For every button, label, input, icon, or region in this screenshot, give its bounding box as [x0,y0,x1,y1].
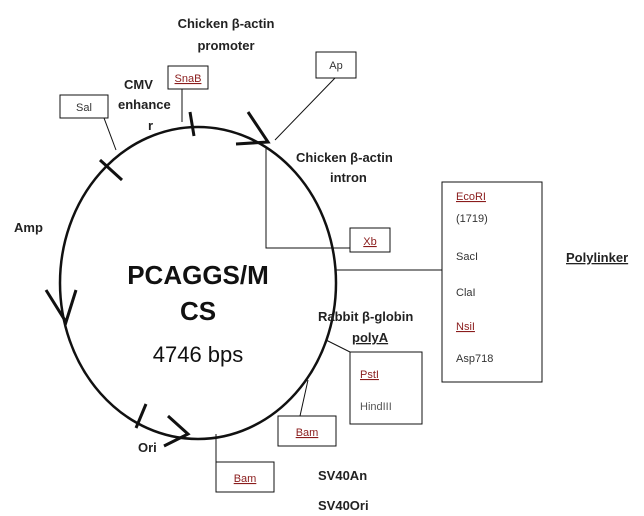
label-sv40ori: SV40Ori [318,498,369,513]
arrow-left [44,289,78,326]
label-cmv-2: enhance [118,97,171,112]
label-cmv-3: r [148,118,153,133]
polylinker-saci: SacI [456,251,478,263]
site-xb: Xb [363,236,376,248]
plasmid-name-line2: CS [180,296,216,326]
connector-ap [274,77,336,141]
tick-top [188,111,196,137]
label-rabbit-1: Rabbit β-globin [318,309,413,324]
polylinker-nsii: NsiI [456,321,475,333]
tick-left [98,158,124,182]
label-rabbit-2: polyA [352,330,389,345]
connector-bam1 [299,379,309,417]
site-sal: Sal [76,102,92,114]
site-bam1: Bam [296,427,319,439]
label-polylinker: Polylinker [566,250,628,265]
plasmid-size: 4746 bps [153,342,244,367]
xb-box [349,227,391,253]
tick-bottom [134,403,148,429]
site-hindiii: HindIII [360,401,392,413]
polylinker-clai: ClaI [456,287,476,299]
ap-box [315,51,357,79]
site-ap: Ap [329,60,342,72]
arrow-bottom [163,414,191,448]
label-chicken-promoter-1: Chicken β-actin [178,16,275,31]
site-bam2: Bam [234,473,257,485]
sal-box [59,94,109,119]
bam2-box [215,461,275,493]
psti-box [349,351,423,425]
connector-xb [265,146,350,249]
polylinker-asp718: Asp718 [456,353,493,365]
label-chicken-intron-1: Chicken β-actin [296,150,393,165]
plasmid-circle [58,125,338,441]
snab-box [167,65,209,90]
label-ori: Ori [138,440,157,455]
label-sv40an: SV40An [318,468,367,483]
label-amp: Amp [14,220,43,235]
label-cmv-1: CMV [124,77,153,92]
bam1-box [277,415,337,447]
site-psti: PstI [360,369,379,381]
site-snab: SnaB [175,73,202,85]
label-chicken-promoter-2: promoter [197,38,254,53]
connector-sal [103,117,117,151]
polylinker-ecori: EcoRI [456,191,486,203]
arrow-top-right [235,111,271,146]
polylinker-ecori-pos: (1719) [456,213,488,225]
connector-rabbit [325,339,351,353]
label-chicken-intron-2: intron [330,170,367,185]
plasmid-name-line1: PCAGGS/M [127,260,269,290]
polylinker-box [441,181,543,383]
